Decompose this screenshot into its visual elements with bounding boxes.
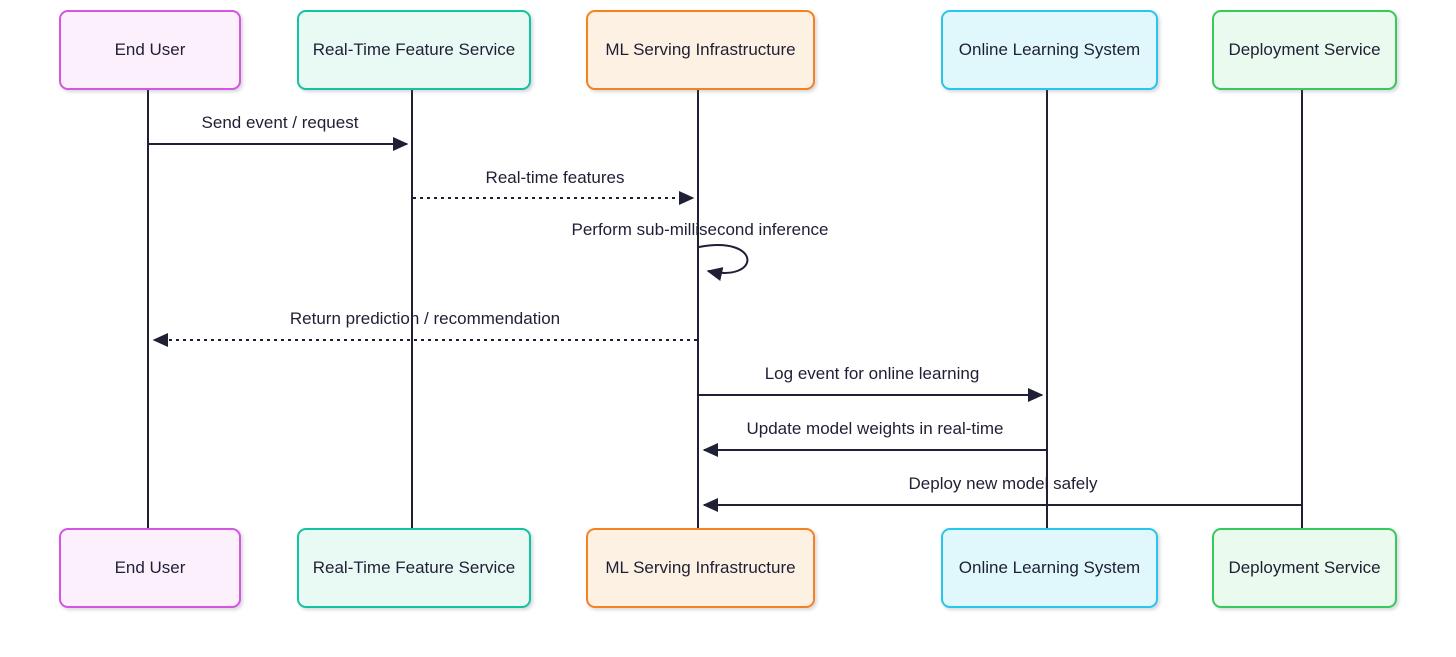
message-label-deploy-model: Deploy new model safely <box>908 474 1098 493</box>
message-label-perform-inference: Perform sub-millisecond inference <box>571 220 829 239</box>
actor-box-end-user-bottom: End User <box>59 528 241 608</box>
actor-box-online-learning-system-bottom: Online Learning System <box>941 528 1158 608</box>
message-label-log-event: Log event for online learning <box>764 364 980 383</box>
actor-box-real-time-feature-service-top: Real-Time Feature Service <box>297 10 531 90</box>
actor-label: End User <box>114 558 186 577</box>
message-label-return-prediction: Return prediction / recommendation <box>289 309 561 328</box>
actor-label: Deployment Service <box>1228 558 1381 577</box>
actor-label: Online Learning System <box>958 40 1141 59</box>
actor-label: ML Serving Infrastructure <box>605 40 796 59</box>
actor-label: Online Learning System <box>958 558 1141 577</box>
arrow-self-loop-inference <box>698 244 749 281</box>
message-label-real-time-features: Real-time features <box>485 168 625 187</box>
actor-box-ml-serving-infrastructure-top: ML Serving Infrastructure <box>586 10 815 90</box>
actor-box-deployment-service-bottom: Deployment Service <box>1212 528 1397 608</box>
actor-box-real-time-feature-service-bottom: Real-Time Feature Service <box>297 528 531 608</box>
actor-box-deployment-service-top: Deployment Service <box>1212 10 1397 90</box>
actor-box-end-user-top: End User <box>59 10 241 90</box>
actor-label: Deployment Service <box>1228 40 1381 59</box>
message-label-update-weights: Update model weights in real-time <box>746 419 1004 438</box>
actor-label: ML Serving Infrastructure <box>605 558 796 577</box>
actor-box-online-learning-system-top: Online Learning System <box>941 10 1158 90</box>
actor-label: Real-Time Feature Service <box>312 558 516 577</box>
message-label-send-event-request: Send event / request <box>201 113 359 132</box>
actor-label: Real-Time Feature Service <box>312 40 516 59</box>
actor-box-ml-serving-infrastructure-bottom: ML Serving Infrastructure <box>586 528 815 608</box>
actor-label: End User <box>114 40 186 59</box>
